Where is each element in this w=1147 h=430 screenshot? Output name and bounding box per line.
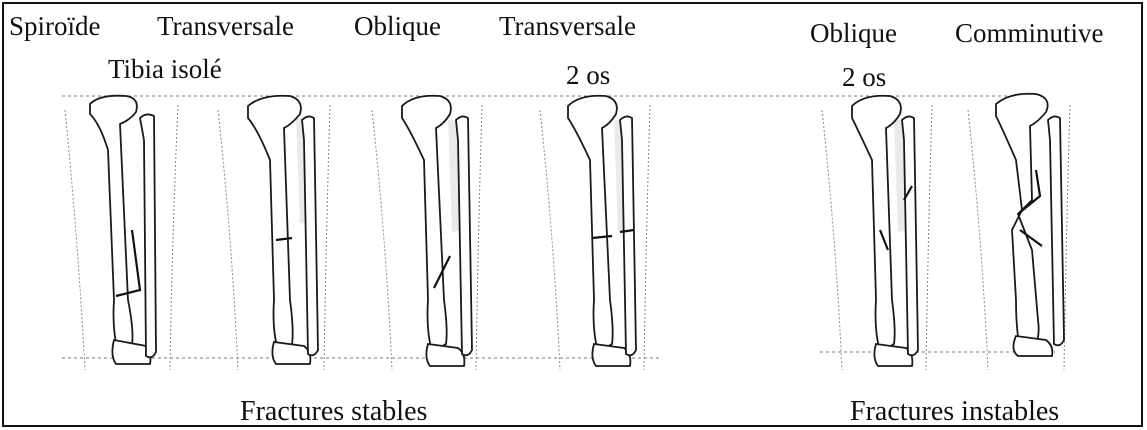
leg-oblique-tibia: [372, 96, 482, 370]
leg-spiroide: [65, 96, 178, 370]
leg-oblique-2os: [822, 96, 932, 370]
caption-fractures-instables: Fractures instables: [850, 398, 1059, 426]
leg-transversale-2os: [540, 96, 650, 370]
leg-transversale-tibia: [218, 96, 330, 370]
leg-comminutive: [968, 94, 1070, 370]
caption-fractures-stables: Fractures stables: [240, 398, 427, 426]
